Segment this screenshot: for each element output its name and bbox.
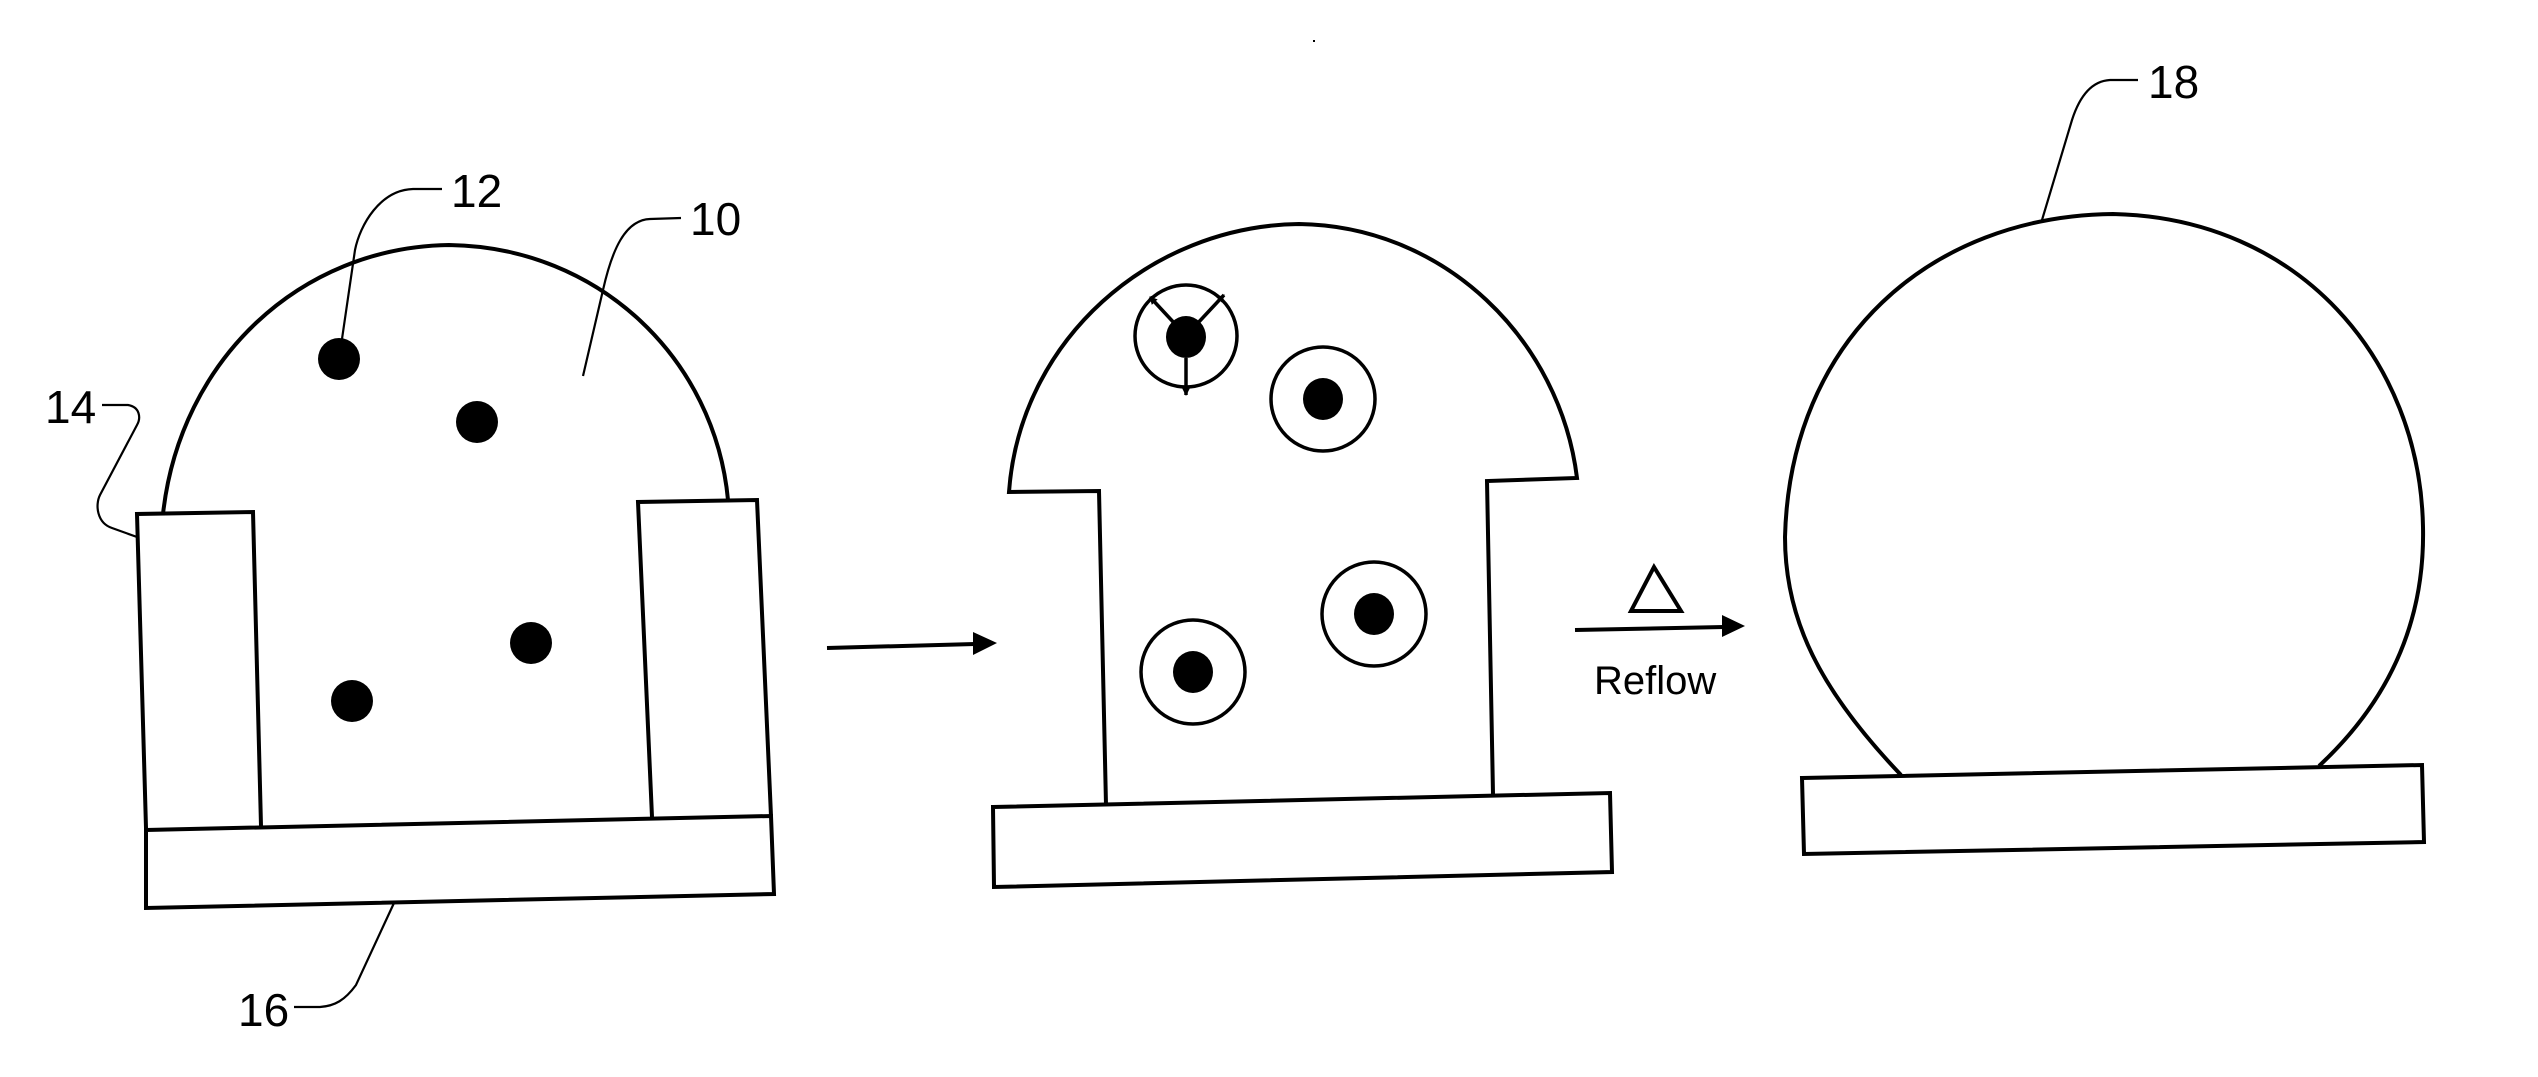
particle xyxy=(1354,593,1394,635)
stage-1: 12 10 14 16 xyxy=(45,165,777,1036)
particle xyxy=(510,622,552,664)
reflow-transition: Reflow xyxy=(1574,562,1745,703)
label-12: 12 xyxy=(451,165,502,217)
substrate-3 xyxy=(1799,762,2427,857)
speck xyxy=(1313,40,1315,42)
particle xyxy=(1166,316,1206,358)
label-18: 18 xyxy=(2148,56,2199,108)
label-14: 14 xyxy=(45,381,96,433)
right-mask-pillar xyxy=(635,497,773,818)
particle xyxy=(331,680,373,722)
arrow-head-2 xyxy=(1722,615,1745,637)
leader-16 xyxy=(294,902,395,1009)
leader-12 xyxy=(340,187,442,340)
reflow-caption: Reflow xyxy=(1594,659,1716,703)
solder-body-expanded xyxy=(1006,221,1580,806)
stage-2 xyxy=(990,221,1615,890)
solder-ball xyxy=(1782,211,2426,777)
leader-18 xyxy=(2040,78,2138,221)
process-arrow-2 xyxy=(1574,625,1725,632)
label-16: 16 xyxy=(238,984,289,1036)
substrate-2 xyxy=(990,790,1615,890)
particle xyxy=(456,401,498,443)
leader-10 xyxy=(581,216,682,377)
process-arrow-1 xyxy=(826,642,976,650)
particle xyxy=(1303,378,1343,420)
particle-ring xyxy=(1139,618,1247,726)
delta-heat-symbol xyxy=(1627,562,1685,613)
leader-14 xyxy=(96,403,141,539)
particle-ring xyxy=(1269,345,1377,453)
stage-3: 18 xyxy=(1782,56,2427,857)
particle-ring xyxy=(1320,560,1428,668)
particle xyxy=(1173,651,1213,693)
solder-paste-dome xyxy=(161,242,730,515)
arrow-head-1 xyxy=(973,632,997,655)
particle xyxy=(318,338,360,380)
label-10: 10 xyxy=(690,193,741,245)
expansion-arrow xyxy=(1148,295,1178,327)
left-mask-pillar xyxy=(134,509,263,829)
expansion-arrow xyxy=(1194,293,1226,327)
substrate-1 xyxy=(144,813,777,911)
